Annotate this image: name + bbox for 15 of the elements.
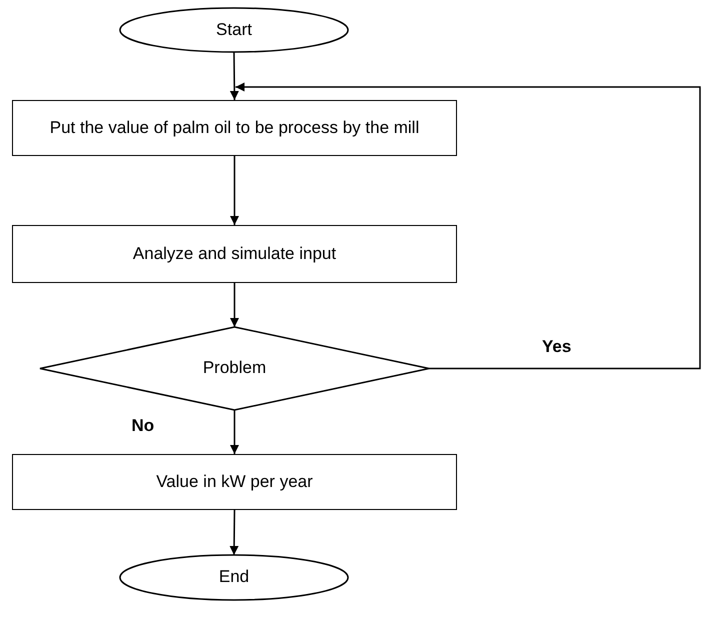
arrow <box>230 52 239 100</box>
node-text: Put the value of palm oil to be process by the mill <box>48 116 420 139</box>
node-text: Value in kW per year <box>155 470 314 493</box>
node-text: Problem <box>202 357 268 380</box>
node-text: End <box>218 566 250 588</box>
arrow <box>230 283 239 327</box>
process-box <box>12 225 457 283</box>
node-text: Analyze and simulate input <box>132 242 338 265</box>
arrow <box>230 510 239 555</box>
process-box <box>12 454 457 510</box>
arrow <box>236 82 701 370</box>
process-box <box>12 100 457 156</box>
node-text: Start <box>215 18 253 41</box>
arrow <box>230 156 239 225</box>
arrow <box>230 410 239 454</box>
